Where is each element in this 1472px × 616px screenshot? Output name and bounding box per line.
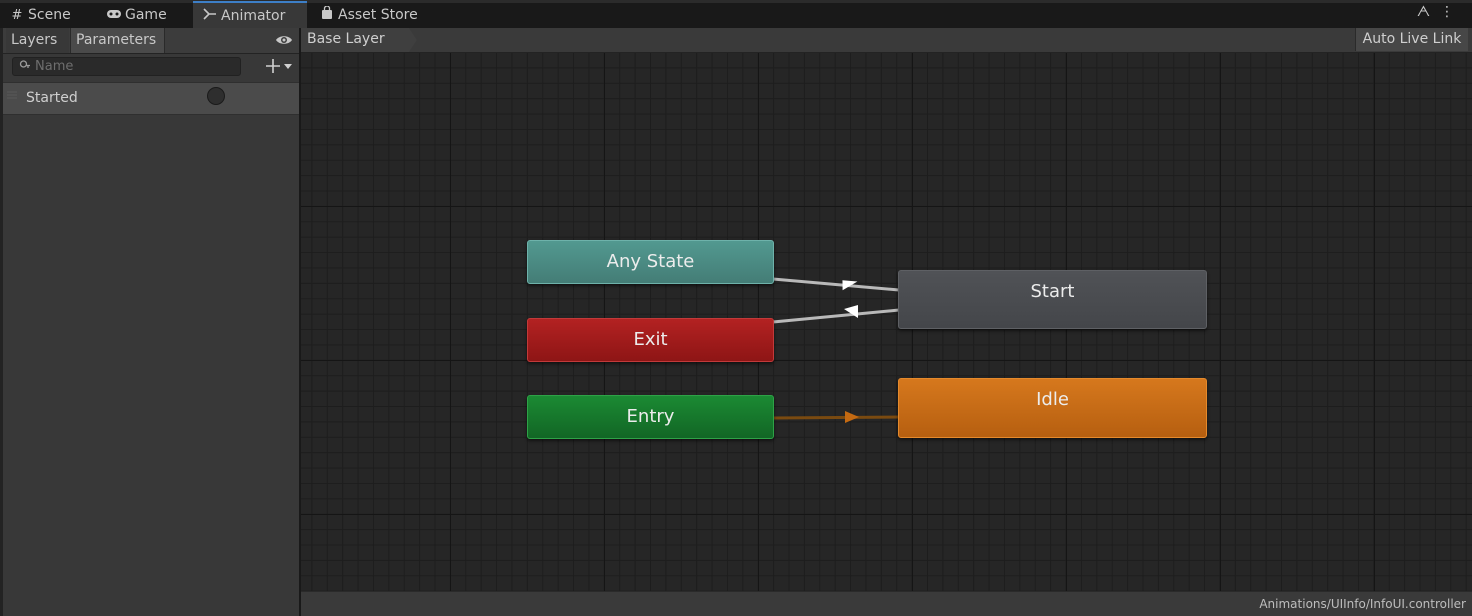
trigger-toggle[interactable]	[207, 87, 225, 105]
tab-label: Game	[125, 7, 167, 23]
more-options-icon[interactable]: ⋮	[1440, 4, 1464, 20]
state-exit[interactable]: Exit	[527, 318, 774, 362]
shopping-bag-icon	[319, 4, 335, 28]
parameter-row[interactable]: Started	[3, 82, 299, 115]
controller-path: Animations/UIInfo/InfoUI.controller	[1259, 597, 1466, 611]
graph-toolbar: Base Layer Auto Live Link	[301, 28, 1472, 53]
state-idle[interactable]: Idle	[898, 378, 1207, 438]
auto-live-link-button[interactable]: Auto Live Link	[1355, 28, 1468, 51]
window-menu-icons: ᗅ⋮	[1417, 4, 1464, 20]
window-tab-bar: # Scene Game Animator Asset Store ᗅ⋮	[0, 0, 1472, 28]
parameter-search-field[interactable]	[12, 57, 241, 76]
state-label: Exit	[633, 329, 668, 350]
tab-scene[interactable]: # Scene	[0, 3, 71, 28]
tab-game[interactable]: Game	[97, 3, 167, 28]
state-label: Idle	[1036, 389, 1069, 410]
breadcrumb[interactable]: Base Layer	[301, 28, 417, 52]
grid-icon: #	[11, 8, 23, 23]
state-start[interactable]: Start	[898, 270, 1207, 329]
transition-start-to-exit[interactable]	[772, 305, 900, 324]
tab-layers[interactable]: Layers	[6, 28, 69, 53]
lock-icon[interactable]: ᗅ	[1416, 4, 1440, 20]
state-label: Any State	[606, 251, 695, 272]
state-entry[interactable]: Entry	[527, 395, 774, 439]
search-icon	[19, 59, 31, 73]
state-machine-graph[interactable]: Any State Exit Entry Start Idle	[301, 53, 1472, 591]
parameter-search-row	[3, 54, 299, 80]
state-label: Entry	[626, 406, 675, 427]
tab-label: Animator	[221, 8, 286, 24]
tab-asset-store[interactable]: Asset Store	[310, 3, 418, 28]
panel-tab-strip: Layers Parameters	[3, 28, 299, 54]
breadcrumb-arrow	[409, 28, 417, 52]
drag-handle-icon[interactable]	[6, 89, 18, 105]
state-any-state[interactable]: Any State	[527, 240, 774, 284]
add-parameter-button[interactable]	[262, 55, 298, 77]
tab-label: Asset Store	[338, 7, 418, 23]
transition-links	[772, 277, 900, 423]
parameters-panel: Layers Parameters Started	[0, 28, 299, 616]
parameter-name: Started	[26, 90, 78, 106]
gamepad-icon	[106, 4, 122, 28]
tab-parameters[interactable]: Parameters	[70, 28, 165, 53]
breadcrumb-layer: Base Layer	[307, 31, 385, 47]
tab-label: Scene	[28, 7, 71, 23]
transition-anystate-to-start[interactable]	[772, 277, 900, 292]
eye-icon[interactable]	[275, 31, 293, 49]
search-input[interactable]	[35, 58, 235, 75]
state-label: Start	[1030, 281, 1075, 302]
transition-entry-to-idle[interactable]	[772, 411, 900, 423]
tab-animator[interactable]: Animator	[193, 1, 307, 28]
status-bar: Animations/UIInfo/InfoUI.controller	[301, 591, 1472, 616]
animator-icon	[202, 4, 218, 30]
